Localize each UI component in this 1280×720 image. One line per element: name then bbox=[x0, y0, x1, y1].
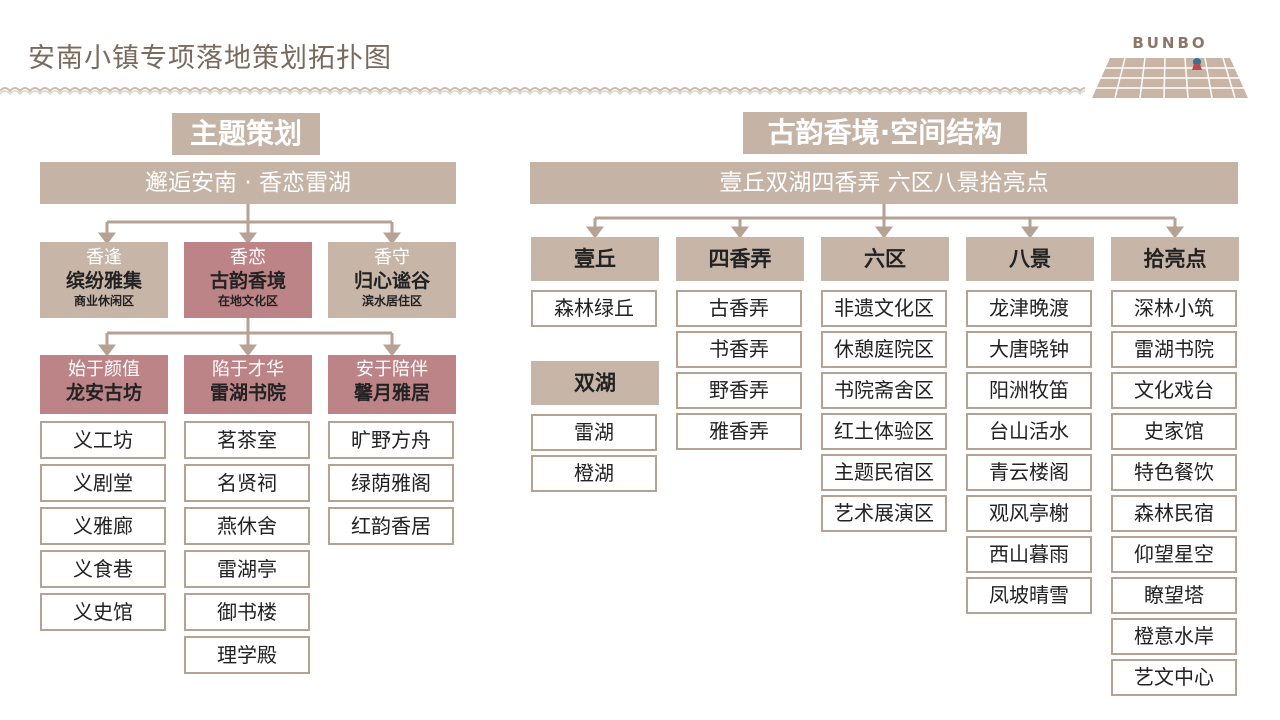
list-item: 龙津晚渡 bbox=[966, 290, 1092, 327]
zone-card: 香逢缤纷雅集商业休闲区 bbox=[40, 242, 168, 318]
roof-tile-logo-icon bbox=[1092, 57, 1248, 99]
right-subheader: 壹丘双湖四香弄 六区八景拾亮点 bbox=[530, 162, 1238, 204]
zone-name: 缤纷雅集 bbox=[65, 270, 142, 292]
column-header: 四香弄 bbox=[676, 237, 804, 281]
list-item: 橙湖 bbox=[531, 455, 657, 492]
column-header: 六区 bbox=[821, 237, 949, 281]
list-item: 燕休舍 bbox=[184, 507, 310, 545]
left-header: 主题策划 bbox=[172, 113, 320, 155]
list-item: 红土体验区 bbox=[821, 413, 947, 450]
column-header: 八景 bbox=[966, 237, 1094, 281]
list-item: 瞭望塔 bbox=[1111, 577, 1237, 614]
list-item: 古香弄 bbox=[676, 290, 802, 327]
group-header: 安于陪伴馨月雅居 bbox=[328, 355, 456, 414]
list-item: 艺术展演区 bbox=[821, 495, 947, 532]
list-item: 义工坊 bbox=[40, 421, 166, 459]
zone-type: 滨水居住区 bbox=[361, 294, 422, 308]
right-header: 古韵香境·空间结构 bbox=[743, 112, 1027, 154]
zone-subtitle: 香恋 bbox=[230, 247, 266, 268]
page-title: 安南小镇专项落地策划拓扑图 bbox=[28, 43, 392, 74]
list-item: 义雅廊 bbox=[40, 507, 166, 545]
list-item: 西山暮雨 bbox=[966, 536, 1092, 573]
list-item: 艺文中心 bbox=[1111, 659, 1237, 696]
group-name: 雷湖书院 bbox=[209, 382, 286, 404]
list-item: 观风亭榭 bbox=[966, 495, 1092, 532]
list-item: 雷湖书院 bbox=[1111, 331, 1237, 368]
list-item: 森林民宿 bbox=[1111, 495, 1237, 532]
zone-type: 商业休闲区 bbox=[73, 294, 134, 308]
group-subtitle: 安于陪伴 bbox=[356, 359, 428, 380]
zone-name: 归心谧谷 bbox=[353, 270, 430, 292]
list-item: 雅香弄 bbox=[676, 413, 802, 450]
list-item: 台山活水 bbox=[966, 413, 1092, 450]
group-subtitle: 陷于才华 bbox=[212, 359, 284, 380]
left-subheader: 邂逅安南 · 香恋雷湖 bbox=[40, 162, 456, 204]
list-item: 凤坡晴雪 bbox=[966, 577, 1092, 614]
group-header: 陷于才华雷湖书院 bbox=[184, 355, 312, 414]
wave-divider bbox=[0, 87, 1085, 96]
list-item: 文化戏台 bbox=[1111, 372, 1237, 409]
zone-subtitle: 香逢 bbox=[86, 247, 122, 268]
list-item: 野香弄 bbox=[676, 372, 802, 409]
list-item: 雷湖亭 bbox=[184, 550, 310, 588]
list-item: 旷野方舟 bbox=[328, 421, 454, 459]
group-name: 馨月雅居 bbox=[353, 382, 430, 404]
list-item: 主题民宿区 bbox=[821, 454, 947, 491]
list-item: 深林小筑 bbox=[1111, 290, 1237, 327]
list-item: 阳洲牧笛 bbox=[966, 372, 1092, 409]
zone-subtitle: 香守 bbox=[374, 247, 410, 268]
list-item: 雷湖 bbox=[531, 414, 657, 451]
brand-logo: BUNBO bbox=[1132, 34, 1208, 52]
column-header: 拾亮点 bbox=[1111, 237, 1239, 281]
list-item: 书院斋舍区 bbox=[821, 372, 947, 409]
zone-card: 香守归心谧谷滨水居住区 bbox=[328, 242, 456, 318]
zone-name: 古韵香境 bbox=[209, 270, 286, 292]
list-item: 大唐晓钟 bbox=[966, 331, 1092, 368]
list-item: 仰望星空 bbox=[1111, 536, 1237, 573]
list-item: 特色餐饮 bbox=[1111, 454, 1237, 491]
list-item: 红韵香居 bbox=[328, 507, 454, 545]
list-item: 义剧堂 bbox=[40, 464, 166, 502]
list-item: 青云楼阁 bbox=[966, 454, 1092, 491]
list-item: 橙意水岸 bbox=[1111, 618, 1237, 655]
list-item: 义食巷 bbox=[40, 550, 166, 588]
list-item: 绿荫雅阁 bbox=[328, 464, 454, 502]
zone-type: 在地文化区 bbox=[217, 294, 278, 308]
group-name: 龙安古坊 bbox=[65, 382, 142, 404]
list-item: 茗茶室 bbox=[184, 421, 310, 459]
zone-card: 香恋古韵香境在地文化区 bbox=[184, 242, 312, 318]
list-item: 书香弄 bbox=[676, 331, 802, 368]
group-header: 始于颜值龙安古坊 bbox=[40, 355, 168, 414]
list-item: 史家馆 bbox=[1111, 413, 1237, 450]
list-item: 御书楼 bbox=[184, 593, 310, 631]
list-item: 非遗文化区 bbox=[821, 290, 947, 327]
column-header: 双湖 bbox=[531, 361, 659, 405]
list-item: 休憩庭院区 bbox=[821, 331, 947, 368]
group-subtitle: 始于颜值 bbox=[68, 359, 140, 380]
list-item: 理学殿 bbox=[184, 636, 310, 674]
list-item: 森林绿丘 bbox=[531, 290, 657, 327]
list-item: 名贤祠 bbox=[184, 464, 310, 502]
list-item: 义史馆 bbox=[40, 593, 166, 631]
column-header: 壹丘 bbox=[531, 237, 659, 281]
